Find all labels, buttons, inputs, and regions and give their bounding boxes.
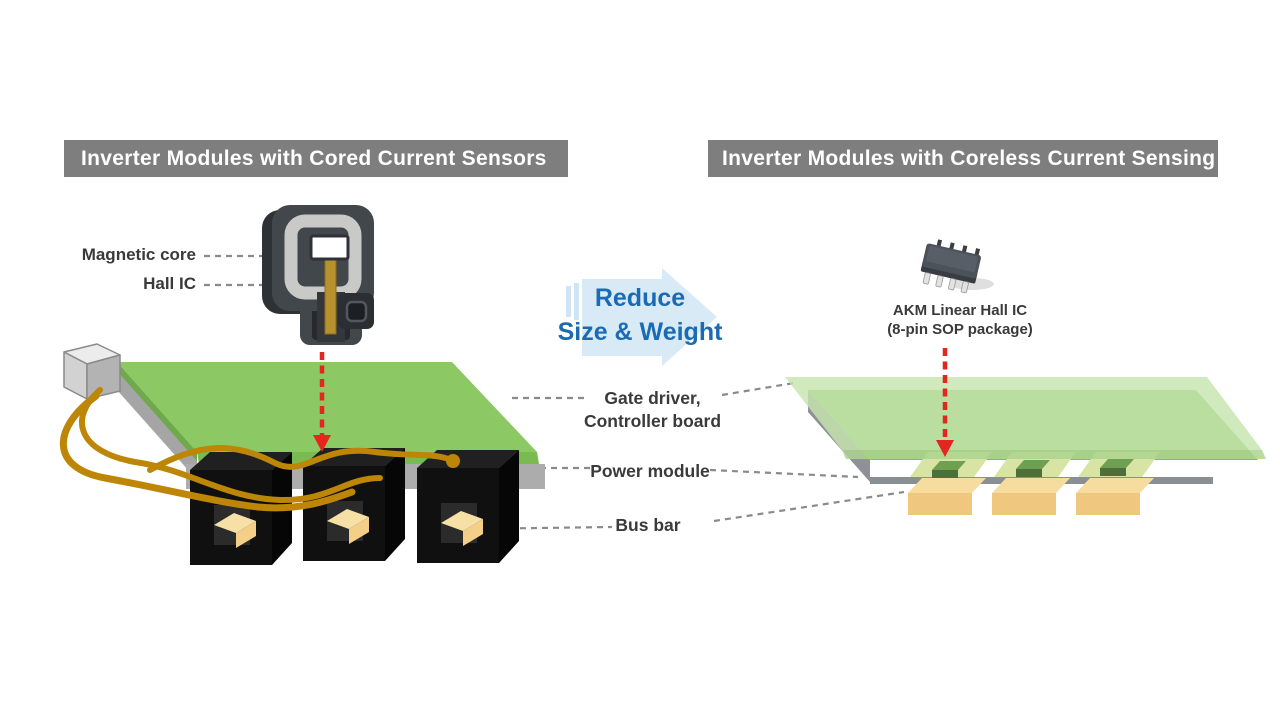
left-section-header: Inverter Modules with Cored Current Sens… <box>64 140 568 177</box>
wire-loop-1 <box>59 392 356 512</box>
connector-icon <box>63 343 121 400</box>
bar-front <box>908 493 972 515</box>
red-arrow-left-head <box>313 435 331 452</box>
chip-front <box>1100 468 1126 476</box>
sop8-pin-1 <box>922 272 931 285</box>
cube-side <box>385 448 405 561</box>
chip-top <box>1016 460 1050 469</box>
hall-ic-chip-3 <box>1100 459 1134 476</box>
hall-ic-label: Hall IC <box>143 274 196 293</box>
bus-bar-front <box>463 519 483 546</box>
sop8-pin-3 <box>948 278 957 291</box>
magnetic-core-label: Magnetic core <box>81 245 196 264</box>
chip-shadow <box>950 278 994 290</box>
reduce-arrow-icon <box>566 268 717 366</box>
red-arrow-right <box>936 348 954 457</box>
bus-bar-front <box>349 517 369 544</box>
bus-bar-top <box>214 513 256 533</box>
right-bus-bar-2 <box>992 478 1070 515</box>
sensor-wires <box>59 387 460 512</box>
right-section-header: Inverter Modules with Coreless Current S… <box>708 140 1218 177</box>
left-board-side-green-edge <box>117 362 197 461</box>
right-bus-bar-1 <box>908 478 986 515</box>
sop8-body-top <box>926 246 978 273</box>
sop8-pin-4 <box>960 281 969 294</box>
chip-front <box>1016 469 1042 477</box>
cored-sensor-block-1 <box>190 452 292 565</box>
akm-chip-label-line-1: AKM Linear Hall IC <box>892 302 1028 319</box>
leader-bus-bar-right <box>713 490 905 523</box>
wire-terminal-dot <box>446 454 460 468</box>
speed-line-1 <box>566 286 571 317</box>
overlay-board-top <box>785 377 1262 450</box>
bus-bar-top <box>327 509 369 529</box>
speed-line-2 <box>574 283 579 320</box>
reduce-size-weight-label: Reduce Size & Weight <box>530 281 750 349</box>
bar-front <box>992 493 1056 515</box>
bar-top <box>908 478 986 493</box>
hall-ic-chip-1 <box>932 461 966 478</box>
reduce-line-2: Size & Weight <box>557 318 723 346</box>
leader-gate-driver-right <box>721 381 795 397</box>
reduce-line-1: Reduce <box>594 284 686 312</box>
red-arrow-left <box>313 352 331 452</box>
bar-front <box>1076 493 1140 515</box>
chip-top <box>1100 459 1134 468</box>
bus-bar-label: Bus bar <box>615 515 681 535</box>
gate-driver-line-2: Controller board <box>583 411 722 431</box>
sop8-pin-2 <box>935 275 944 288</box>
akm-chip-label-line-2: (8-pin SOP package) <box>887 321 1033 338</box>
power-module-label: Power module <box>590 461 710 481</box>
cored-sensor-block-3 <box>417 450 519 563</box>
akm-chip-label: AKM Linear Hall IC (8-pin SOP package) <box>858 301 1062 339</box>
wire-loop-3 <box>147 445 456 473</box>
hall-ic-window <box>309 234 350 261</box>
right-board <box>785 377 1266 515</box>
sensor-aux-hole <box>345 300 368 323</box>
bar-top <box>1076 478 1154 493</box>
hall-ic-chip-2 <box>1016 460 1050 477</box>
red-arrow-right-head <box>936 440 954 457</box>
bar-top <box>992 478 1070 493</box>
cube-side <box>499 450 519 563</box>
block-arrow <box>582 268 717 366</box>
gate-driver-label: Gate driver, Controller board <box>570 387 735 433</box>
connector-side <box>86 354 121 400</box>
chip-front <box>932 470 958 478</box>
gate-driver-line-1: Gate driver, <box>604 388 701 408</box>
sop8-chip-icon <box>920 239 994 294</box>
overlay-board-front-edge <box>842 450 1266 459</box>
hall-ic-pin <box>324 257 337 335</box>
bus-bar-top <box>441 511 483 531</box>
right-bus-bar-3 <box>1076 478 1154 515</box>
cored-sensor-icon <box>262 205 374 345</box>
chip-top <box>932 461 966 470</box>
left-board-top <box>117 362 537 452</box>
bus-bar-front <box>236 521 256 548</box>
leader-power-module-right <box>709 468 859 479</box>
wire-loop-2 <box>79 387 383 504</box>
